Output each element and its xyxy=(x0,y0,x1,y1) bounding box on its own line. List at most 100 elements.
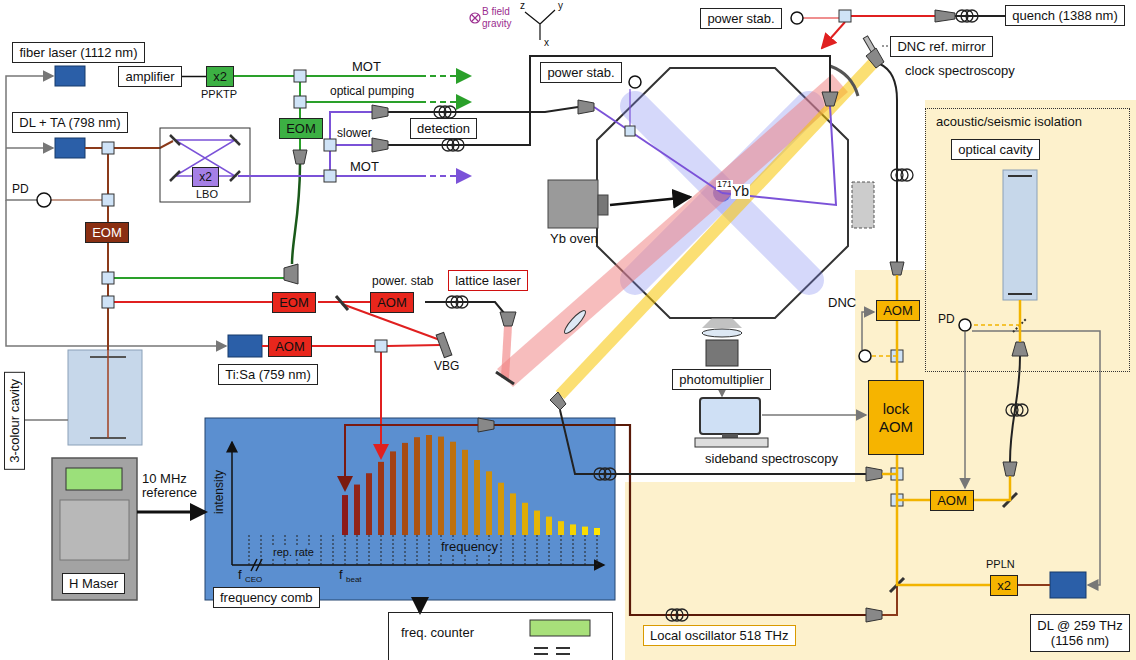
red-beams xyxy=(342,304,440,340)
optics-elements xyxy=(324,170,336,182)
comb-teeth xyxy=(249,435,597,565)
node-text: AOM xyxy=(883,303,913,318)
node-text: EOM xyxy=(279,295,309,310)
yellow-beams xyxy=(872,275,1020,585)
fiber-coils xyxy=(444,106,456,118)
axis-label: z xyxy=(520,0,525,11)
fiber-couplers xyxy=(284,264,298,284)
laser-icons xyxy=(1050,572,1086,598)
gray-feedback-lines xyxy=(6,200,226,346)
yb-oven xyxy=(610,197,690,205)
fiber-couplers xyxy=(372,138,388,152)
red-beams xyxy=(262,345,268,347)
connector xyxy=(137,511,205,514)
node-text: AOM xyxy=(275,339,305,354)
lbo-cavity xyxy=(175,140,235,176)
fiber-couplers xyxy=(578,100,594,114)
doubler-crystal: x2 xyxy=(990,575,1018,596)
comb-teeth xyxy=(405,535,406,565)
laser-icons xyxy=(55,66,1086,598)
fiber-couplers xyxy=(478,418,494,432)
comb-teeth xyxy=(378,462,384,535)
brown-beams xyxy=(882,585,897,615)
lattice-and-clock-beams xyxy=(496,58,878,395)
node-text: x2 xyxy=(997,578,1011,593)
fiber-couplers xyxy=(293,150,307,164)
yellow-beams xyxy=(974,476,1010,500)
brown-beams xyxy=(51,199,108,200)
detection-box: detection xyxy=(410,118,477,139)
photodiodes xyxy=(37,193,51,207)
laser-label: lattice laser xyxy=(448,270,528,291)
comb-teeth xyxy=(321,535,322,565)
node-text: photomultiplier xyxy=(679,372,764,387)
comb-teeth xyxy=(261,535,262,565)
comb-teeth xyxy=(582,527,588,535)
comb-teeth xyxy=(249,535,250,565)
comb-teeth xyxy=(390,451,396,535)
node-text: power stab. xyxy=(547,65,614,80)
h-maser-cabinet xyxy=(60,500,129,560)
comb-teeth xyxy=(381,535,382,565)
crystal-label: LBO xyxy=(196,188,218,200)
laser-label: DL + TA (798 nm) xyxy=(12,112,128,133)
laser-icons xyxy=(228,335,262,357)
comb-teeth xyxy=(573,535,574,565)
beam-label: MOT xyxy=(352,60,381,74)
comb-teeth xyxy=(441,535,442,565)
optics-elements xyxy=(839,10,851,22)
atom-label: Yb xyxy=(731,184,750,199)
brown-beams xyxy=(1018,584,1050,586)
gray-feedback-lines xyxy=(762,414,866,416)
red-beams xyxy=(387,345,440,346)
counter-display xyxy=(530,620,590,654)
h-maser-cabinet xyxy=(52,458,137,600)
comb-teeth xyxy=(462,450,468,535)
optics-elements xyxy=(102,142,114,154)
optics-elements xyxy=(102,10,1037,592)
eom-box: EOM xyxy=(279,118,323,139)
detection-optics xyxy=(695,438,768,447)
fiber-couplers xyxy=(866,48,884,68)
gray-feedback-lines xyxy=(862,312,874,350)
comb-teeth xyxy=(510,493,516,535)
optics-elements xyxy=(1003,170,1037,300)
red-beams xyxy=(108,16,935,458)
node-text: DL @ 259 THz (1156 nm) xyxy=(1037,618,1123,648)
photodiode-label: PD xyxy=(12,183,29,196)
gray-feedback-lines xyxy=(964,332,966,488)
detection-optics xyxy=(722,434,738,438)
comb-teeth xyxy=(273,535,274,565)
red-beams xyxy=(318,301,342,303)
h-maser-cabinet xyxy=(52,458,137,600)
node-text: lock AOM xyxy=(875,400,917,435)
comb-teeth xyxy=(402,443,408,535)
fiber-coils xyxy=(676,609,688,621)
beam-label: sideband spectroscopy xyxy=(705,452,838,466)
comb-teeth xyxy=(357,535,358,565)
red-beams xyxy=(845,15,935,17)
node-text: power stab. xyxy=(707,11,774,26)
three-colour-cavity xyxy=(22,350,142,445)
cavity-label: optical cavity xyxy=(951,139,1040,160)
connector xyxy=(182,76,206,78)
crystal-label: PPLN xyxy=(986,558,1015,570)
axes-icon xyxy=(472,15,478,21)
red-beams xyxy=(342,301,370,303)
three-colour-cavity xyxy=(68,350,142,445)
axis-label: f xyxy=(238,568,242,582)
fiber-couplers xyxy=(890,262,904,275)
lattice-and-clock-beams xyxy=(505,326,508,378)
three-colour-cavity xyxy=(22,419,68,421)
purple-beams xyxy=(629,89,630,131)
fiber-couplers xyxy=(500,312,516,326)
part-label: DNC xyxy=(828,296,856,310)
red-beams xyxy=(312,345,375,347)
axis-label: f xyxy=(338,568,344,582)
cavity-label: 3-colour cavity xyxy=(4,372,25,470)
node-text: acoustic/seismic isolation xyxy=(936,114,1082,129)
optics-elements xyxy=(294,70,306,82)
beam-label: slower xyxy=(337,127,372,140)
node-text: 3-colour cavity xyxy=(7,379,22,463)
beam-label: MOT xyxy=(350,160,379,174)
